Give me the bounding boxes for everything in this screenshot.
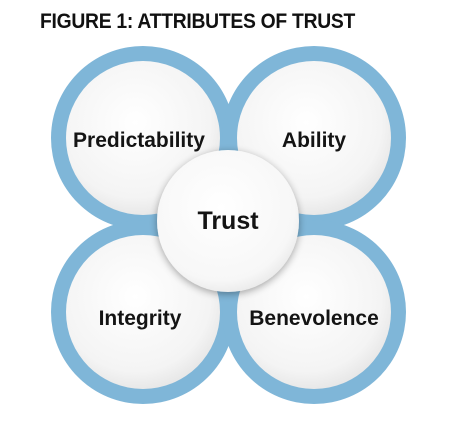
label-ability: Ability: [282, 129, 346, 152]
label-integrity: Integrity: [99, 307, 182, 330]
figure-title: FIGURE 1: ATTRIBUTES OF TRUST: [40, 10, 356, 33]
label-benevolence: Benevolence: [249, 307, 379, 330]
circle-trust: [157, 150, 299, 292]
label-trust: Trust: [197, 207, 259, 235]
label-predictability: Predictability: [73, 129, 205, 152]
